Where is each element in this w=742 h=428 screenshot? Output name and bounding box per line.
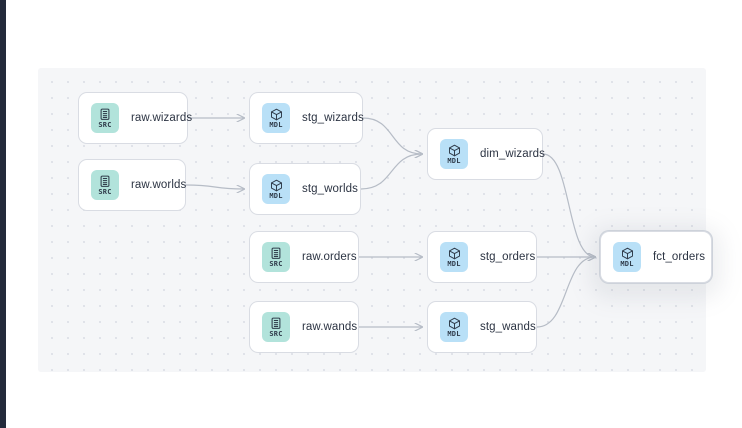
collapsed-sidebar-rail[interactable] — [0, 0, 6, 428]
edge-stg_wizards-to-dim_wizards — [362, 117, 422, 154]
cube-icon: MDL — [262, 174, 290, 204]
edge-raw_worlds-to-stg_worlds — [185, 184, 244, 189]
node-label: raw.orders — [302, 251, 357, 263]
node-label: raw.wands — [302, 321, 358, 333]
node-label: stg_wizards — [302, 112, 364, 124]
node-label: dim_wizards — [480, 148, 546, 160]
node-label: raw.worlds — [131, 179, 187, 191]
graph-node-dim_wizards[interactable]: MDL dim_wizards — [427, 128, 546, 180]
node-kind-label: MDL — [620, 259, 634, 268]
cube-icon: MDL — [613, 242, 641, 272]
node-kind-label: MDL — [269, 120, 283, 129]
node-kind-label: SRC — [98, 187, 112, 196]
graph-node-stg_wands[interactable]: MDL stg_wands — [427, 301, 537, 353]
graph-node-stg_wizards[interactable]: MDL stg_wizards — [249, 92, 364, 144]
cube-icon: MDL — [440, 242, 468, 272]
cube-icon: MDL — [440, 312, 468, 342]
edge-dim_wizards-to-fct_orders — [542, 153, 595, 257]
node-kind-label: MDL — [447, 259, 461, 268]
node-label: stg_wands — [480, 321, 536, 333]
database-icon: SRC — [262, 312, 290, 342]
node-kind-label: SRC — [98, 120, 112, 129]
graph-node-raw_wands[interactable]: SRC raw.wands — [249, 301, 359, 353]
node-kind-label: MDL — [447, 156, 461, 165]
node-kind-label: SRC — [269, 259, 283, 268]
graph-node-stg_orders[interactable]: MDL stg_orders — [427, 231, 537, 283]
node-kind-label: MDL — [269, 191, 283, 200]
graph-node-fct_orders[interactable]: MDL fct_orders — [600, 231, 712, 283]
graph-node-stg_worlds[interactable]: MDL stg_worlds — [249, 163, 361, 215]
database-icon: SRC — [262, 242, 290, 272]
graph-node-raw_wizards[interactable]: SRC raw.wizards — [78, 92, 192, 144]
node-kind-label: SRC — [269, 329, 283, 338]
node-label: raw.wizards — [131, 112, 193, 124]
node-kind-label: MDL — [447, 329, 461, 338]
node-label: stg_worlds — [302, 183, 358, 195]
edge-layer — [185, 68, 706, 372]
cube-icon: MDL — [262, 103, 290, 133]
graph-node-raw_orders[interactable]: SRC raw.orders — [249, 231, 359, 283]
node-label: fct_orders — [653, 251, 706, 263]
edge-paths — [185, 117, 595, 328]
edge-stg_wands-to-fct_orders — [536, 257, 595, 328]
node-label: stg_orders — [480, 251, 536, 263]
database-icon: SRC — [91, 170, 119, 200]
cube-icon: MDL — [440, 139, 468, 169]
edge-stg_worlds-to-dim_wizards — [360, 154, 422, 190]
graph-node-raw_worlds[interactable]: SRC raw.worlds — [78, 159, 186, 211]
database-icon: SRC — [91, 103, 119, 133]
